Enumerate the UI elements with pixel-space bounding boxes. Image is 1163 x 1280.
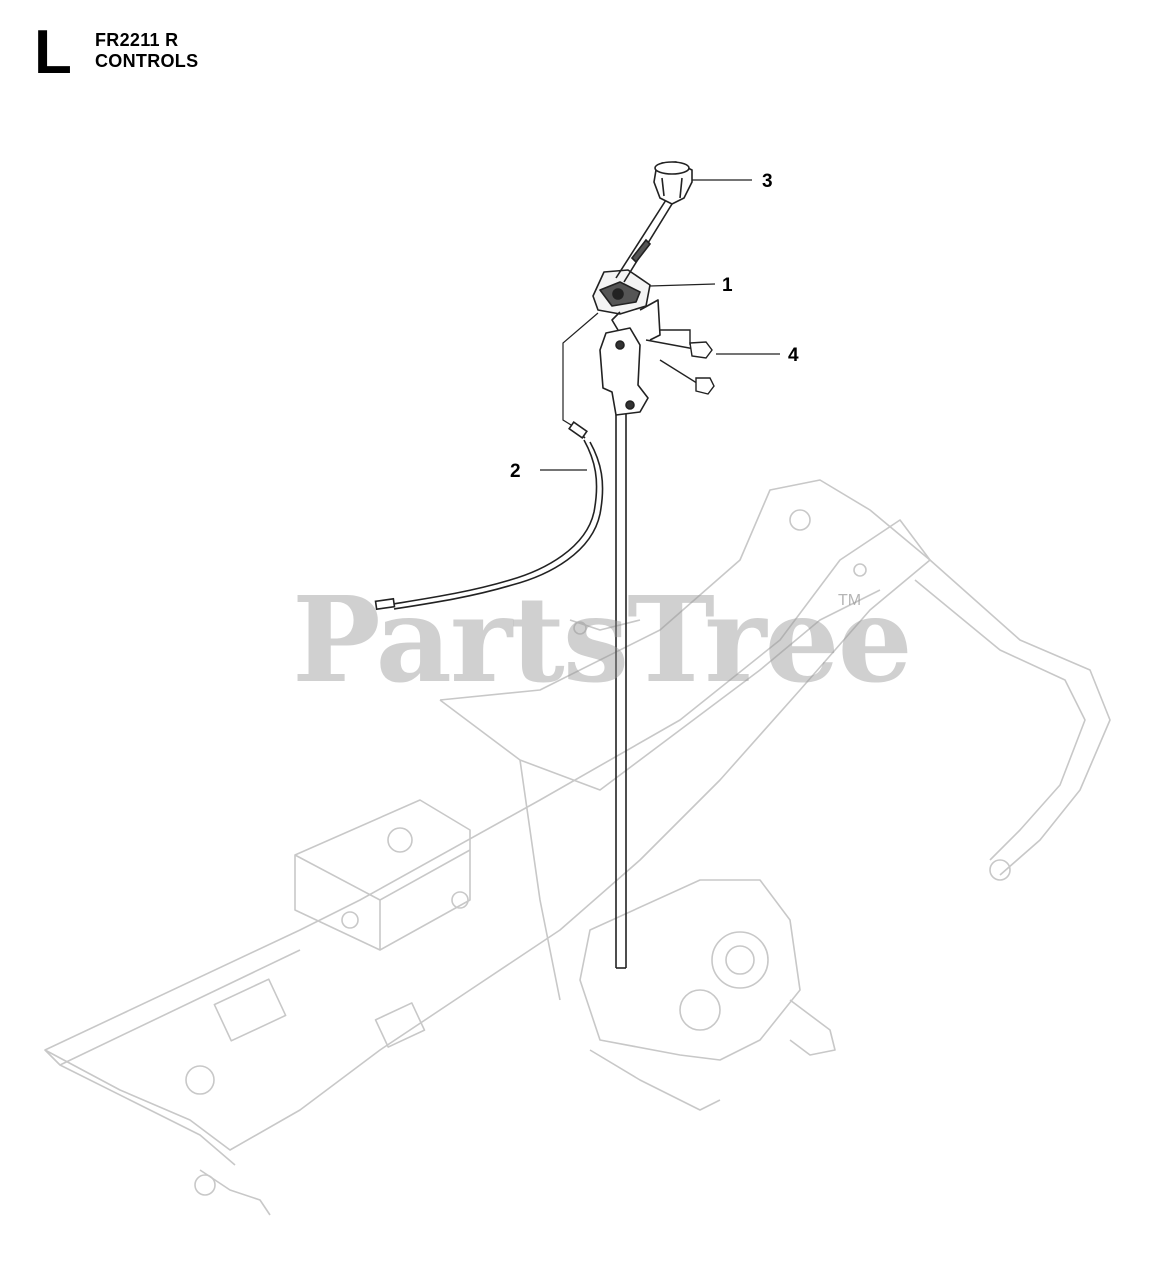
- section-letter: L: [34, 18, 72, 87]
- watermark: PartsTree: [292, 570, 913, 709]
- diagram-header: FR2211 R CONTROLS: [95, 30, 198, 72]
- watermark-trademark: TM: [838, 592, 862, 609]
- control-rod: [615, 410, 627, 969]
- callout-labels: 1 2 3 4: [510, 171, 799, 482]
- lever-shaft: [615, 199, 673, 283]
- callout-4[interactable]: 4: [788, 345, 799, 366]
- callout-3[interactable]: 3: [762, 171, 773, 192]
- knob: [653, 161, 693, 205]
- screws: [645, 329, 715, 395]
- model-number: FR2211 R: [95, 30, 179, 50]
- callout-leaders: [540, 179, 780, 471]
- diagram-title: CONTROLS: [95, 51, 199, 71]
- control-lever-assembly: [592, 269, 661, 416]
- callout-1[interactable]: 1: [722, 275, 733, 296]
- throttle-cable: [374, 312, 604, 611]
- tractor-frame: [44, 479, 1111, 1216]
- callout-2[interactable]: 2: [510, 461, 521, 482]
